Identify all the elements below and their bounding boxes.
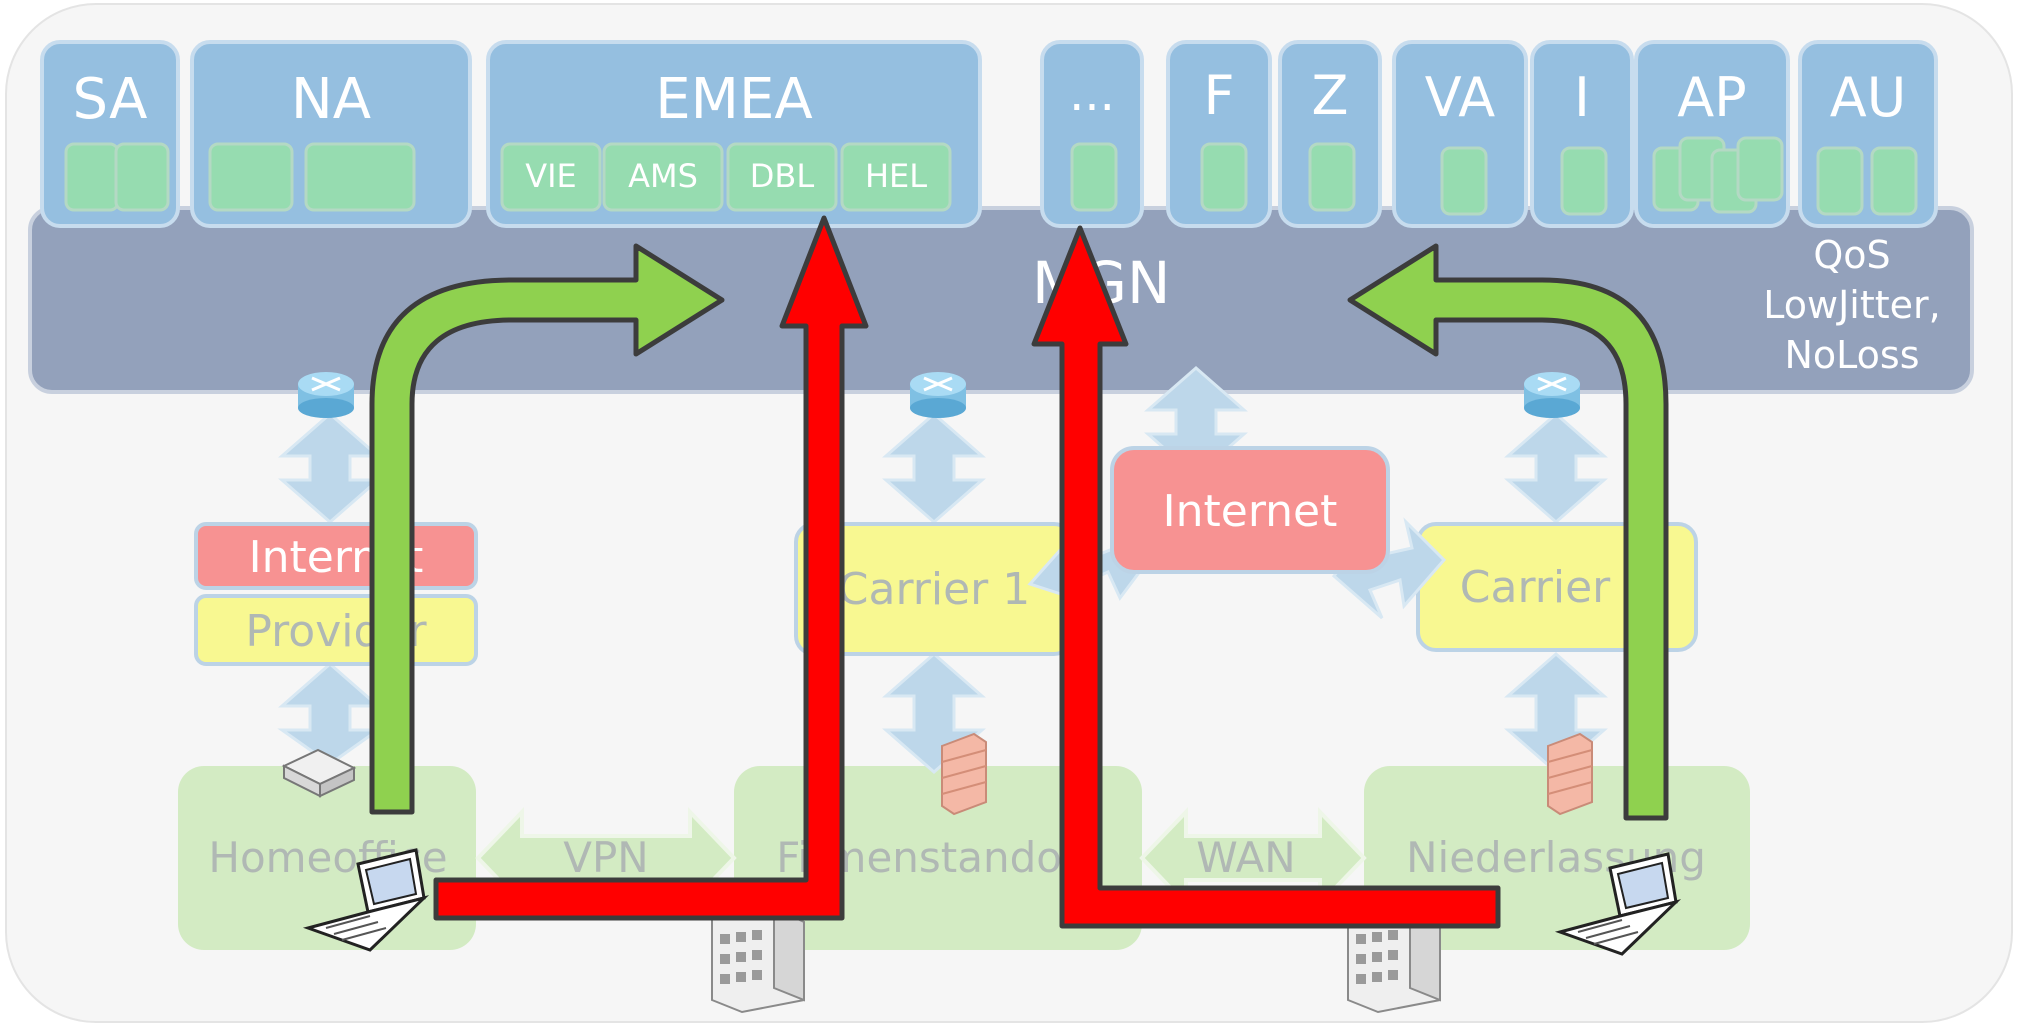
carrier-1-label: Carrier 1 <box>838 564 1030 615</box>
red-arrow-homeoffice-to-emea <box>433 215 869 921</box>
region-label: EMEA <box>655 67 812 132</box>
site-ams <box>602 142 724 212</box>
region-label: VA <box>1425 66 1495 129</box>
laptop-icon <box>1554 852 1682 956</box>
internet-left-box: Internet <box>194 522 478 590</box>
region-z: Z <box>1278 40 1382 228</box>
site-node <box>1070 142 1118 212</box>
region-label: Z <box>1312 64 1349 127</box>
region-label: AP <box>1677 66 1747 129</box>
site-node <box>114 142 170 212</box>
region-i: I <box>1530 40 1634 228</box>
provider-left-box: Provider <box>194 594 478 666</box>
site-vie <box>500 142 602 212</box>
firewall-icon <box>1547 732 1593 816</box>
region-f: F <box>1166 40 1272 228</box>
mgn-backbone: MGN QoS LowJitter, NoLoss <box>28 206 1974 394</box>
site-node <box>64 142 120 212</box>
site-label: VIE <box>525 157 577 195</box>
firewall-icon <box>941 732 987 816</box>
site-node <box>208 142 294 212</box>
region-ap: AP <box>1634 40 1790 228</box>
building-icon <box>711 906 805 1014</box>
qos-line-2: LowJitter, <box>1763 283 1940 327</box>
green-arrow-niederlassung <box>1347 243 1669 821</box>
site-node <box>304 142 416 212</box>
region-label: F <box>1203 64 1234 127</box>
modem-icon <box>281 748 357 798</box>
green-arrow-homeoffice <box>369 243 725 815</box>
site-dbl <box>726 142 838 212</box>
router-icon <box>910 372 966 418</box>
vpn-label: VPN <box>563 833 648 882</box>
router-icon <box>298 372 354 418</box>
internet-center-label: Internet <box>1163 486 1338 537</box>
region-label: NA <box>291 67 371 132</box>
site-node <box>1736 136 1784 202</box>
wan-link-arrow: WAN <box>1139 807 1367 909</box>
site-node <box>1560 146 1608 216</box>
site-hel <box>840 142 952 212</box>
carrier-1-box: Carrier 1 <box>794 522 1074 656</box>
carrier-2-label: Carrier 2 <box>1460 562 1652 613</box>
region-au: AU <box>1798 40 1938 228</box>
site-node <box>1816 146 1864 216</box>
site-node <box>1870 146 1918 216</box>
region-label: ... <box>1069 66 1115 122</box>
qos-line-1: QoS <box>1813 233 1890 277</box>
site-node <box>1440 146 1488 216</box>
internet-center-box: Internet <box>1110 446 1390 574</box>
region-va: VA <box>1392 40 1528 228</box>
site-node <box>1200 142 1248 212</box>
region-sa: SA <box>40 40 180 228</box>
region-emea: EMEA VIE AMS DBL HEL <box>486 40 982 228</box>
region-label: I <box>1574 66 1590 129</box>
router-icon <box>1524 372 1580 418</box>
region-na: NA <box>190 40 472 228</box>
site-label: DBL <box>750 157 815 195</box>
laptop-icon <box>302 848 430 952</box>
region-more: ... <box>1040 40 1144 228</box>
site-label: HEL <box>865 157 927 195</box>
site-label: AMS <box>628 157 698 195</box>
qos-line-3: NoLoss <box>1784 333 1919 377</box>
red-arrow-niederlassung-to-more <box>1031 225 1501 929</box>
site-node <box>1308 142 1356 212</box>
region-label: AU <box>1830 66 1906 129</box>
wan-label: WAN <box>1196 833 1295 882</box>
region-label: SA <box>73 67 148 132</box>
